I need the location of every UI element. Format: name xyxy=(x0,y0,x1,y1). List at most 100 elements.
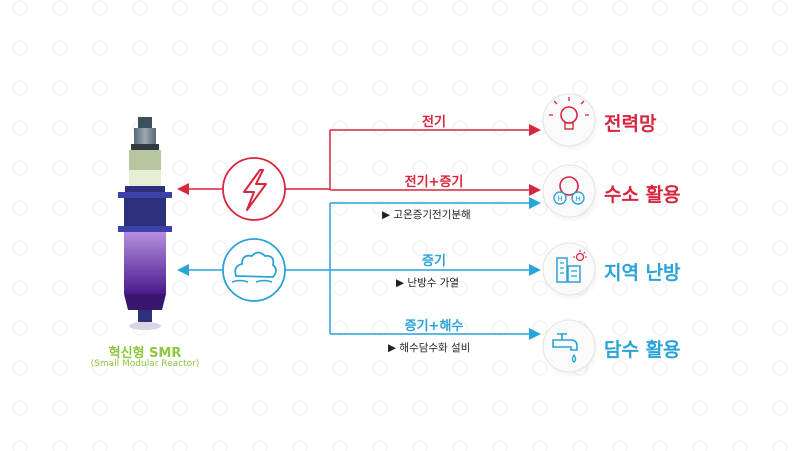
background-motif xyxy=(692,360,708,376)
background-motif xyxy=(692,0,708,16)
background-motif xyxy=(612,440,628,451)
background-motif xyxy=(452,0,468,16)
target-label-power-grid: 전력망 xyxy=(604,113,657,135)
svg-text:H: H xyxy=(575,195,580,203)
background-motif xyxy=(732,440,748,451)
background-motif xyxy=(492,280,508,296)
background-motif xyxy=(412,120,428,136)
background-motif xyxy=(532,400,548,416)
target-label-hydrogen: 수소 활용 xyxy=(604,184,681,206)
background-motif xyxy=(92,240,108,256)
district-heating-icon xyxy=(541,242,601,302)
background-motif xyxy=(52,360,68,376)
background-motif xyxy=(452,160,468,176)
background-motif xyxy=(212,320,228,336)
background-motif xyxy=(492,0,508,16)
background-motif xyxy=(252,120,268,136)
background-motif xyxy=(52,80,68,96)
background-motif xyxy=(772,320,788,336)
background-motif xyxy=(652,280,668,296)
background-motif xyxy=(412,280,428,296)
background-motif xyxy=(332,320,348,336)
background-motif xyxy=(692,400,708,416)
background-motif xyxy=(92,440,108,451)
background-motif xyxy=(572,400,588,416)
background-motif xyxy=(772,280,788,296)
background-motif xyxy=(12,160,28,176)
background-motif xyxy=(172,440,188,451)
background-motif xyxy=(292,440,308,451)
background-motif xyxy=(12,40,28,56)
background-motif xyxy=(492,400,508,416)
background-motif xyxy=(652,0,668,16)
background-motif xyxy=(732,80,748,96)
background-motif xyxy=(532,80,548,96)
background-motif xyxy=(132,40,148,56)
background-motif xyxy=(652,440,668,451)
background-motif xyxy=(692,120,708,136)
background-motif xyxy=(492,360,508,376)
background-motif xyxy=(652,240,668,256)
background-motif xyxy=(332,160,348,176)
background-motif xyxy=(652,360,668,376)
background-motif xyxy=(132,440,148,451)
background-motif xyxy=(292,0,308,16)
background-motif xyxy=(332,440,348,451)
background-motif xyxy=(692,200,708,216)
background-motif xyxy=(252,320,268,336)
background-motif xyxy=(252,440,268,451)
background-motif xyxy=(12,0,28,16)
background-motif xyxy=(52,0,68,16)
target-label-district-heating: 지역 난방 xyxy=(604,262,681,284)
background-motif xyxy=(692,240,708,256)
background-motif xyxy=(612,0,628,16)
background-motif xyxy=(292,200,308,216)
background-motif xyxy=(12,320,28,336)
background-motif xyxy=(92,120,108,136)
lightning-bolt-icon xyxy=(222,157,286,221)
background-motif xyxy=(212,120,228,136)
background-motif xyxy=(12,120,28,136)
background-motif xyxy=(292,320,308,336)
background-motif xyxy=(172,400,188,416)
background-motif xyxy=(252,40,268,56)
background-motif xyxy=(692,320,708,336)
background-motif xyxy=(332,0,348,16)
background-motif xyxy=(412,0,428,16)
background-motif xyxy=(492,120,508,136)
background-motif xyxy=(412,200,428,216)
reactor-title: 혁신형 SMR xyxy=(108,346,182,361)
background-motif xyxy=(52,200,68,216)
background-motif xyxy=(12,200,28,216)
hydrogen-molecule-icon: H H xyxy=(541,164,601,224)
background-motif xyxy=(772,160,788,176)
background-motif xyxy=(92,40,108,56)
background-motif xyxy=(572,440,588,451)
background-motif xyxy=(292,40,308,56)
background-motif xyxy=(452,280,468,296)
background-motif xyxy=(732,160,748,176)
background-motif xyxy=(412,160,428,176)
background-motif xyxy=(292,80,308,96)
background-motif xyxy=(492,200,508,216)
background-motif xyxy=(532,440,548,451)
background-motif xyxy=(212,0,228,16)
background-motif xyxy=(172,280,188,296)
background-motif xyxy=(292,400,308,416)
background-motif xyxy=(332,40,348,56)
background-motif xyxy=(12,360,28,376)
background-motif xyxy=(652,120,668,136)
background-motif xyxy=(172,200,188,216)
background-motif xyxy=(212,440,228,451)
background-motif xyxy=(572,40,588,56)
background-motif xyxy=(372,400,388,416)
background-motif xyxy=(332,200,348,216)
background-motif xyxy=(612,160,628,176)
background-motif xyxy=(412,320,428,336)
background-motif xyxy=(52,400,68,416)
background-motif xyxy=(332,280,348,296)
background-motif xyxy=(452,200,468,216)
background-motif xyxy=(612,80,628,96)
background-motif xyxy=(772,40,788,56)
light-bulb-icon xyxy=(541,93,601,153)
